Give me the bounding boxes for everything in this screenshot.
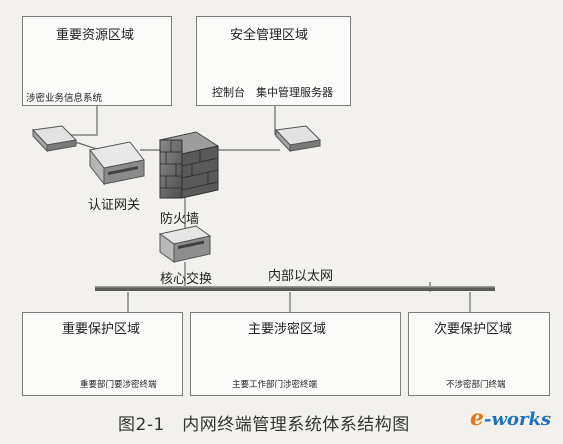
console-label: 控制台 xyxy=(212,86,245,99)
eworks-logo: e-works xyxy=(470,405,551,431)
ethernet-bus-icon xyxy=(95,286,495,291)
switch-right-icon xyxy=(274,125,322,153)
non-secret-terminal-label: 不涉密部门终端 xyxy=(446,380,506,390)
zone-main-secret-title: 主要涉密区域 xyxy=(248,322,327,337)
central-server-label: 集中管理服务器 xyxy=(256,86,333,99)
zone-security-management xyxy=(196,16,351,106)
ethernet-label: 内部以太网 xyxy=(268,269,334,284)
zone-secondary-protection-title: 次要保护区域 xyxy=(434,322,513,337)
firewall-label: 防火墙 xyxy=(160,212,200,227)
secret-business-system-label: 涉密业务信息系统 xyxy=(26,93,103,104)
eworks-logo-prefix: e xyxy=(470,405,484,431)
core-switch-label: 核心交换 xyxy=(160,272,213,287)
main-terminal-label: 主要工作部门涉密终端 xyxy=(232,380,318,390)
switch-left-icon xyxy=(31,125,78,153)
auth-gateway-icon xyxy=(89,141,145,186)
zone-important-protection-title: 重要保护区域 xyxy=(62,322,141,337)
zone-important-resource-title: 重要资源区域 xyxy=(56,28,135,43)
link-resource-to-switch-left xyxy=(62,104,98,136)
zone-secondary-protection xyxy=(408,312,550,396)
core-switch-icon xyxy=(158,225,212,263)
zone-important-protection xyxy=(22,312,183,396)
zone-important-resource xyxy=(22,16,172,106)
eworks-logo-suffix: -works xyxy=(484,409,552,430)
firewall-icon xyxy=(158,131,220,199)
important-terminal-label: 重要部门要涉密终端 xyxy=(80,380,157,390)
figure-caption: 图2-1 内网终端管理系统体系结构图 xyxy=(118,415,410,435)
zone-main-secret xyxy=(190,312,401,396)
zone-security-management-title: 安全管理区域 xyxy=(230,28,309,43)
auth-gateway-label: 认证网关 xyxy=(88,198,141,213)
